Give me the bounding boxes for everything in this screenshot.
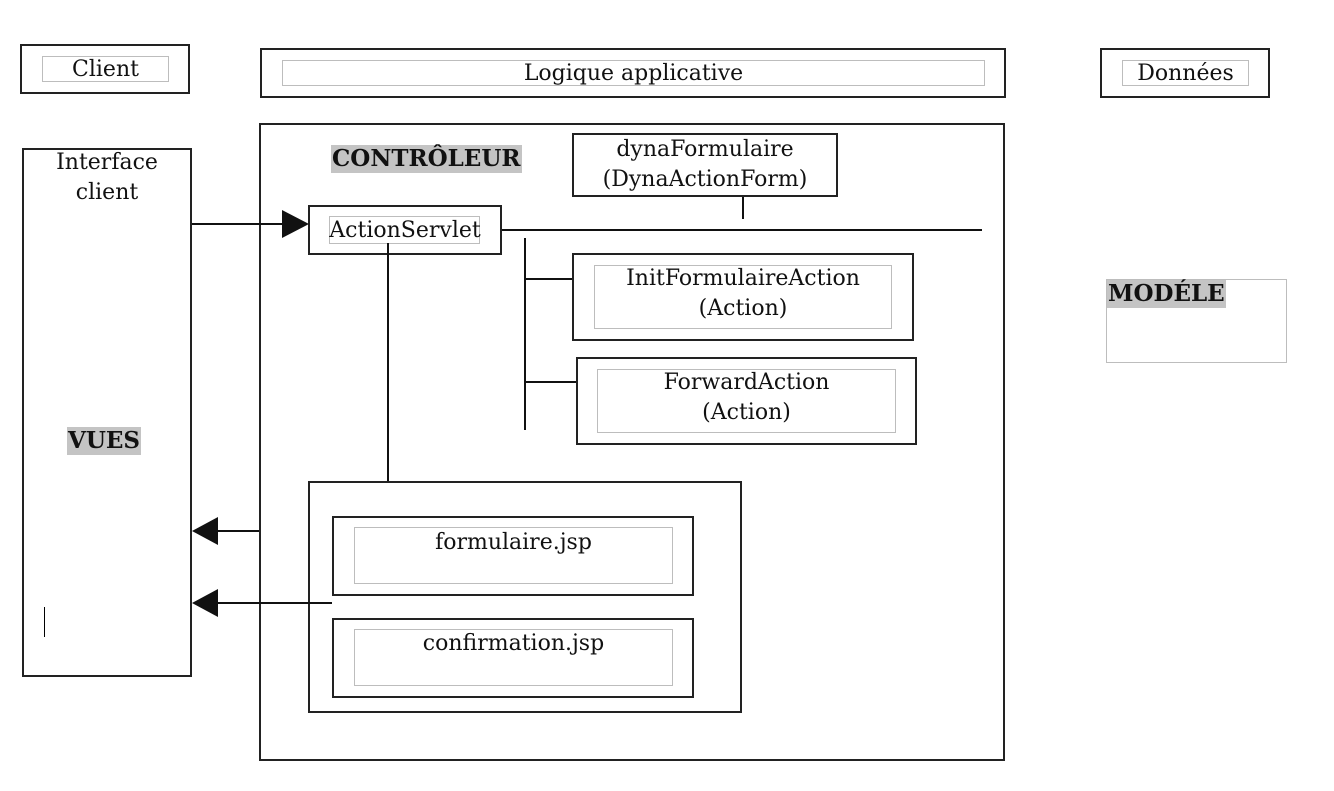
data-header-box (1100, 48, 1270, 98)
client-header-box (20, 44, 190, 94)
formulaire-jsp-label: formulaire.jsp (435, 530, 592, 555)
logic-header-label: Logique applicative (523, 61, 744, 86)
confirmation-jsp-label: confirmation.jsp (422, 631, 605, 656)
model-label: MODÉLE (1107, 280, 1226, 308)
dyna-form-line2: (DynaActionForm) (602, 167, 808, 192)
confirmation-jsp-inner (354, 629, 673, 686)
views-title-line1: Interface (56, 150, 158, 175)
formulaire-jsp-inner (354, 527, 673, 584)
views-title-line2: client (75, 180, 139, 205)
client-header-inner (42, 56, 169, 82)
data-header-label: Données (1137, 61, 1234, 86)
text-cursor (44, 607, 45, 637)
model-box (1106, 279, 1287, 363)
forward-action-line1: ForwardAction (663, 370, 830, 395)
dyna-form-box (572, 133, 838, 197)
data-header-inner (1122, 60, 1249, 86)
forward-action-box (576, 357, 917, 445)
action-servlet-inner (329, 216, 480, 244)
views-label: VUES (67, 427, 142, 455)
init-action-inner (594, 265, 892, 329)
client-header-label: Client (72, 57, 139, 82)
formulaire-jsp-box (332, 516, 694, 596)
action-servlet-label: ActionServlet (329, 218, 481, 243)
init-action-box (572, 253, 914, 341)
forward-action-inner (597, 369, 896, 433)
controller-label: CONTRÔLEUR (331, 145, 522, 173)
dyna-form-line1: dynaFormulaire (616, 137, 794, 162)
init-action-line1: InitFormulaireAction (626, 266, 860, 291)
init-action-line2: (Action) (698, 296, 788, 321)
logic-header-box (260, 48, 1006, 98)
jsp-group-box (308, 481, 742, 713)
forward-action-line2: (Action) (702, 400, 791, 425)
confirmation-jsp-box (332, 618, 694, 698)
views-box (22, 148, 192, 677)
controller-box (259, 123, 1005, 761)
action-servlet-box (308, 205, 502, 255)
logic-header-inner (282, 60, 985, 86)
